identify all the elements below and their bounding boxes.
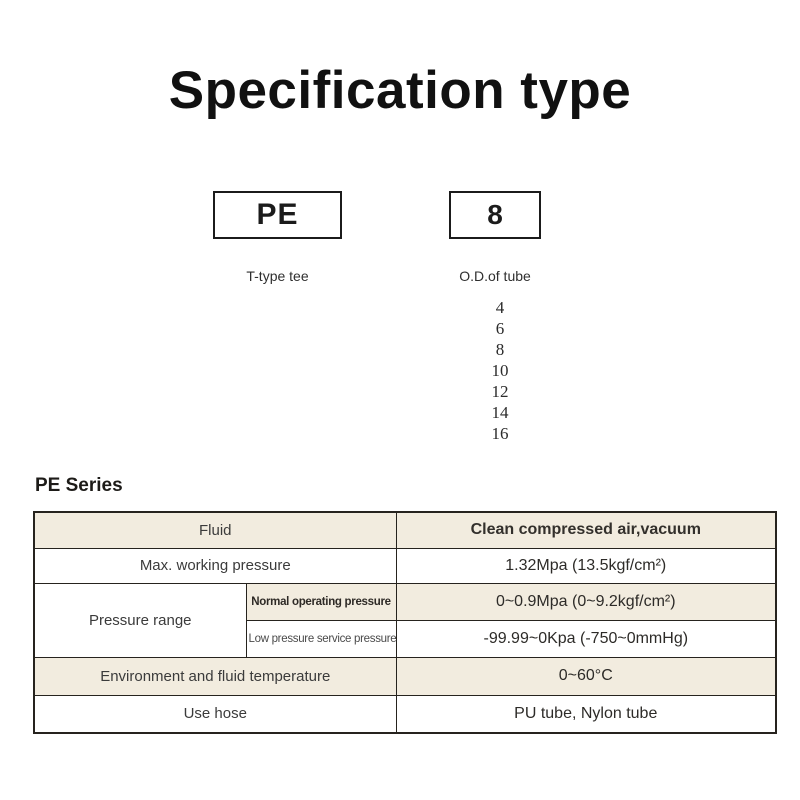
tube-od-item: 14	[491, 403, 509, 422]
spec-value-max-pressure: 1.32Mpa (13.5kgf/cm²)	[395, 547, 777, 584]
spec-row-temperature: Environment and fluid temperature 0~60°C	[33, 656, 777, 696]
spec-table: Fluid Clean compressed air,vacuum Max. w…	[33, 511, 778, 734]
spec-label-temperature: Environment and fluid temperature	[33, 656, 397, 696]
spec-row-use-hose: Use hose PU tube, Nylon tube	[33, 694, 777, 734]
code-box-size-text: 8	[487, 199, 503, 230]
spec-label-use-hose: Use hose	[33, 694, 397, 734]
spec-label-max-pressure: Max. working pressure	[33, 547, 397, 584]
spec-row-normal-pressure: Pressure range Normal operating pressure…	[33, 582, 777, 658]
code-label-size: O.D.of tube	[459, 268, 531, 284]
spec-label-fluid: Fluid	[33, 511, 397, 549]
tube-od-item: 10	[491, 361, 509, 380]
code-box-series-text: PE	[256, 198, 299, 231]
spec-value-fluid: Clean compressed air,vacuum	[395, 511, 777, 549]
spec-sublabel-low-pressure: Low pressure service pressure	[245, 619, 397, 658]
spec-value-low-pressure: -99.99~0Kpa (-750~0mmHg)	[395, 619, 777, 658]
spec-row-fluid: Fluid Clean compressed air,vacuum	[33, 511, 777, 549]
code-label-series: T-type tee	[246, 268, 309, 284]
tube-od-item: 4	[495, 298, 505, 317]
spec-value-temperature: 0~60°C	[395, 656, 777, 696]
spec-label-pressure-range: Pressure range	[33, 582, 247, 658]
tube-od-item: 16	[491, 424, 509, 443]
page-title: Specification type	[168, 61, 632, 120]
code-box-series: PE	[213, 191, 342, 239]
series-heading: PE Series	[35, 475, 123, 496]
tube-od-item: 8	[495, 340, 505, 359]
spec-sublabel-normal-pressure: Normal operating pressure	[245, 582, 397, 621]
tube-od-item: 6	[495, 319, 505, 338]
spec-value-normal-pressure: 0~0.9Mpa (0~9.2kgf/cm²)	[395, 582, 777, 621]
tube-od-list: 4 6 8 10 12 14 16	[450, 297, 550, 444]
spec-value-use-hose: PU tube, Nylon tube	[395, 694, 777, 734]
code-box-size: 8	[449, 191, 541, 239]
tube-od-item: 12	[491, 382, 509, 401]
spec-row-low-pressure: Low pressure service pressure -99.99~0Kp…	[34, 619, 777, 658]
spec-row-max-pressure: Max. working pressure 1.32Mpa (13.5kgf/c…	[33, 547, 777, 584]
